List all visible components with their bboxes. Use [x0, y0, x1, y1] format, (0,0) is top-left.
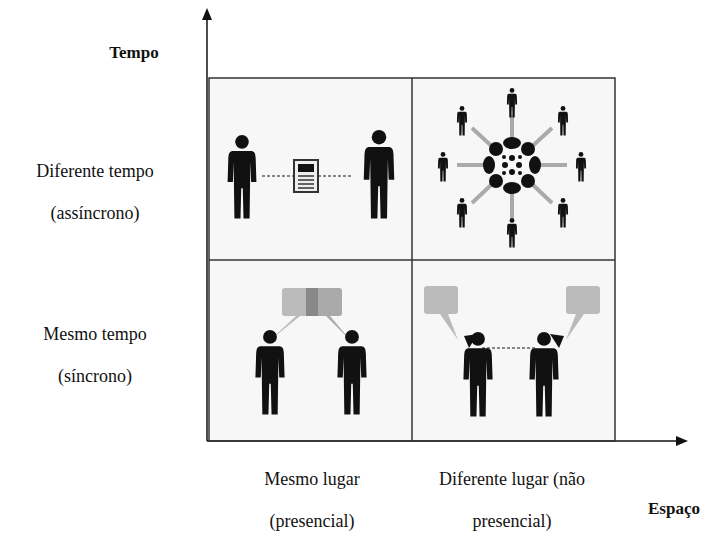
- cell-ground: [210, 261, 411, 440]
- document-exchange-icon: [228, 130, 395, 218]
- face-to-face-icon: [255, 288, 366, 414]
- cell-ground: [413, 79, 614, 259]
- column-label: Mesmo lugar (presencial): [222, 458, 402, 533]
- quadrant-divider: [209, 259, 615, 261]
- row-label: Mesmo tempo (síncrono): [15, 313, 175, 397]
- column-label: Diferente lugar (não presencial): [422, 458, 602, 533]
- cell-ground: [210, 79, 411, 259]
- axis-arrowhead: [676, 436, 688, 446]
- axis-title: Espaço: [639, 498, 709, 520]
- axis-title: Tempo: [94, 42, 174, 64]
- cell-ground: [413, 261, 614, 440]
- time-axis: [206, 18, 208, 441]
- axis-arrowhead: [202, 8, 212, 20]
- quadrant-grid: [209, 78, 615, 441]
- network-hub-icon: [438, 88, 586, 247]
- telephone-call-icon: [424, 286, 600, 416]
- row-label: Diferente tempo (assíncrono): [15, 150, 175, 234]
